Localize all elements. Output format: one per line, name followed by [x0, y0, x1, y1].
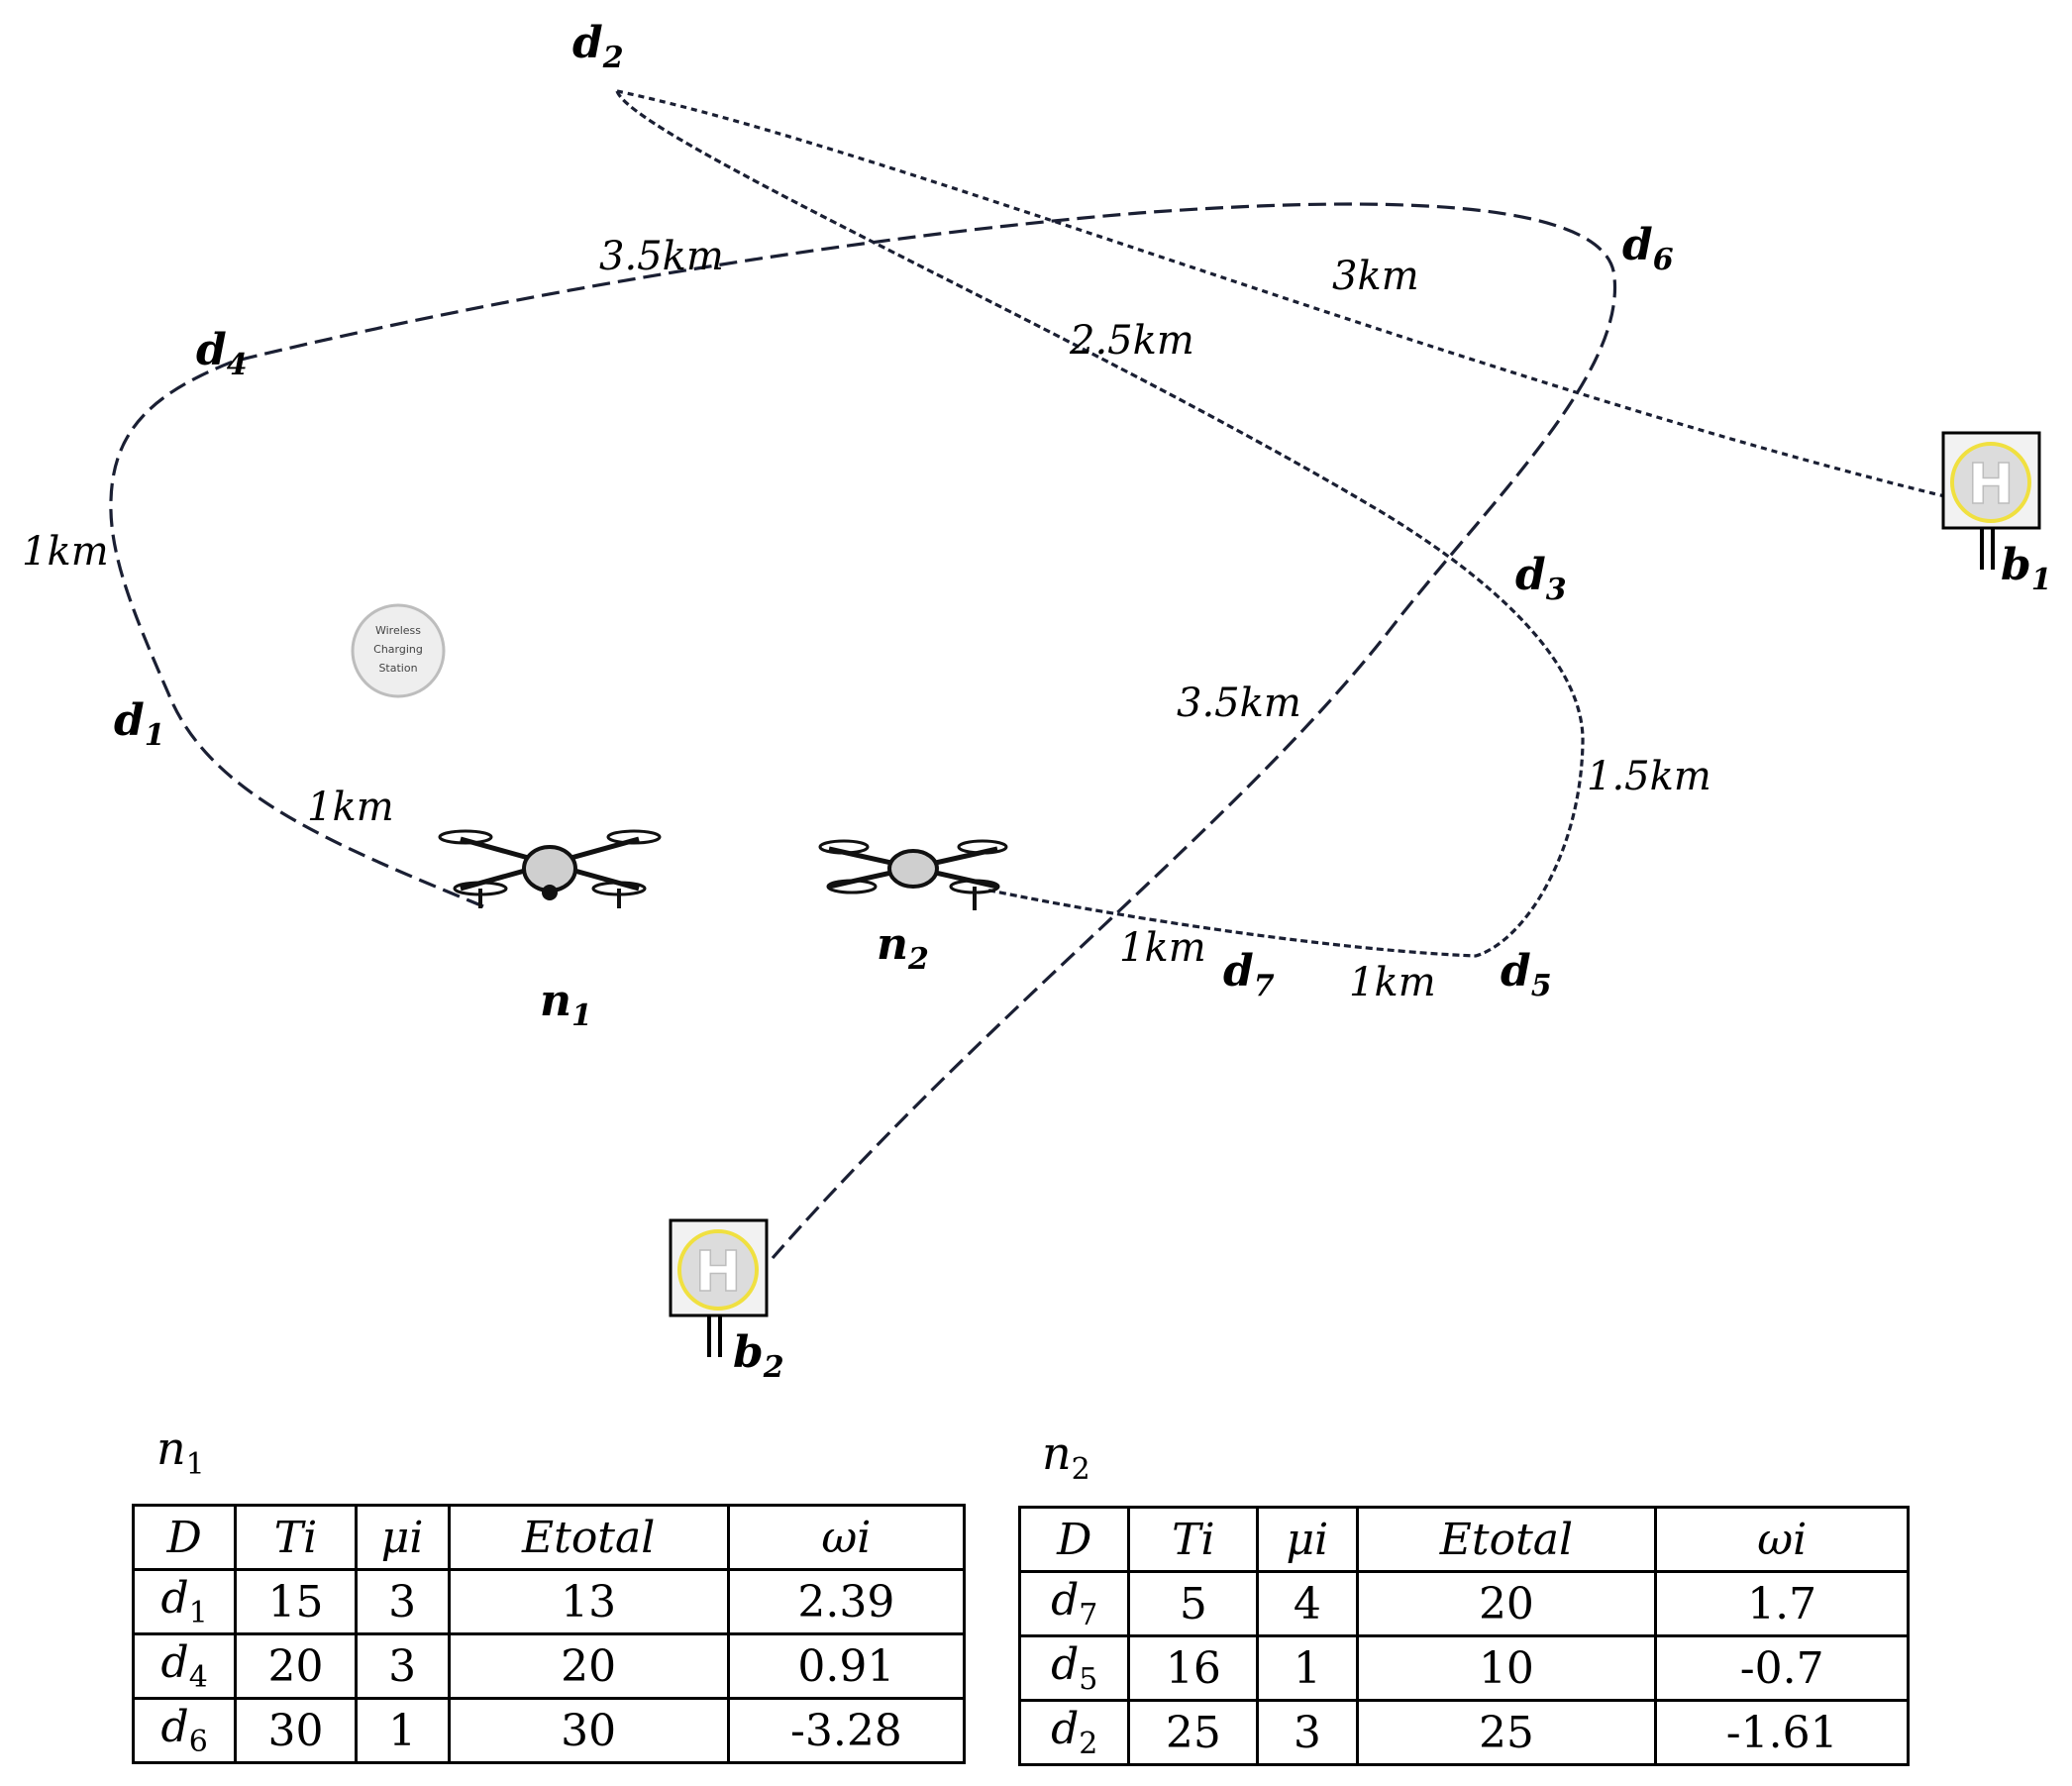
cell-etotal: 10	[1355, 1634, 1658, 1702]
cell-etotal: 20	[1355, 1570, 1658, 1637]
header-mu: μi	[354, 1504, 451, 1571]
cell-t: 15	[234, 1568, 358, 1635]
node-label-d2: d2	[572, 18, 624, 75]
cell-omega: 1.7	[1654, 1570, 1910, 1637]
header-etotal: Etotal	[1355, 1506, 1658, 1573]
route-d2-d3-d5-n2	[615, 90, 1585, 958]
node-label-d6: d6	[1622, 220, 1674, 277]
cell-mu: 1	[354, 1697, 451, 1764]
cell-d: d2	[1017, 1699, 1131, 1766]
cell-etotal: 25	[1355, 1699, 1658, 1766]
header-t: Ti	[1127, 1506, 1260, 1573]
node-label-d7: d7	[1223, 946, 1275, 1003]
table-row: d1 15 3 13 2.39	[131, 1568, 967, 1635]
table-row: d2 25 3 25 -1.61	[1017, 1699, 1910, 1766]
cell-omega: 0.91	[726, 1632, 967, 1700]
svg-text:Charging: Charging	[373, 643, 423, 656]
cell-etotal: 30	[447, 1697, 730, 1764]
dist-label-d7-n2: 1km	[1119, 925, 1206, 971]
svg-text:Wireless: Wireless	[375, 624, 421, 637]
cell-etotal: 20	[447, 1632, 730, 1700]
cell-mu: 3	[1256, 1699, 1359, 1766]
dist-label-d3-d5: 1.5km	[1587, 754, 1711, 799]
dist-label-d4-d6: 3.5km	[599, 234, 724, 279]
cell-d: d5	[1017, 1634, 1131, 1702]
cell-omega: 2.39	[726, 1568, 967, 1635]
header-d: D	[1017, 1506, 1131, 1573]
table-header-row: D Ti μi Etotal ωi	[131, 1504, 967, 1571]
cell-t: 30	[234, 1697, 358, 1764]
cell-d: d7	[1017, 1570, 1131, 1637]
svg-text:Station: Station	[378, 662, 417, 675]
cell-d: d6	[131, 1697, 238, 1764]
cell-mu: 1	[1256, 1634, 1359, 1702]
cell-t: 16	[1127, 1634, 1260, 1702]
cell-mu: 4	[1256, 1570, 1359, 1637]
table-n1-title: n1	[156, 1421, 205, 1483]
cell-mu: 3	[354, 1568, 451, 1635]
table-row: d6 30 1 30 -3.28	[131, 1697, 967, 1764]
header-t: Ti	[234, 1504, 358, 1571]
dist-label-d5-d7: 1km	[1349, 960, 1436, 1005]
dist-label-d1-n1: 1km	[307, 785, 394, 830]
node-label-d5: d5	[1501, 946, 1552, 1003]
helipad-b1-icon: H	[1941, 431, 2041, 570]
header-mu: μi	[1256, 1506, 1359, 1573]
cell-t: 20	[234, 1632, 358, 1700]
cell-mu: 3	[354, 1632, 451, 1700]
svg-text:H: H	[1968, 453, 2015, 517]
header-etotal: Etotal	[447, 1504, 730, 1571]
table-n2: D Ti μi Etotal ωi d7 5 4 20 1.7 d5 16 1 …	[1017, 1506, 1910, 1766]
table-n1: D Ti μi Etotal ωi d1 15 3 13 2.39 d4 20 …	[131, 1504, 967, 1764]
cell-t: 5	[1127, 1570, 1260, 1637]
table-n2-title: n2	[1042, 1426, 1090, 1488]
dist-label-d6-d7: 3.5km	[1177, 681, 1301, 726]
table-row: d5 16 1 10 -0.7	[1017, 1634, 1910, 1702]
dist-label-d2-b1: 3km	[1332, 254, 1419, 299]
cell-etotal: 13	[447, 1568, 730, 1635]
header-d: D	[131, 1504, 238, 1571]
cell-omega: -1.61	[1654, 1699, 1910, 1766]
header-omega: ωi	[1654, 1506, 1910, 1573]
helipad-b2-icon: H	[669, 1218, 769, 1357]
svg-text:H: H	[695, 1240, 742, 1305]
node-label-n1: n1	[540, 976, 592, 1033]
drone-n1-icon	[438, 829, 662, 908]
route-n1-loop	[109, 202, 1617, 1260]
table-header-row: D Ti μi Etotal ωi	[1017, 1506, 1910, 1573]
node-label-b2: b2	[733, 1327, 784, 1385]
table-row: d7 5 4 20 1.7	[1017, 1570, 1910, 1637]
cell-d: d4	[131, 1632, 238, 1700]
cell-omega: -0.7	[1654, 1634, 1910, 1702]
drone-n2-icon	[818, 839, 1008, 910]
route-d2-b1	[616, 89, 1962, 502]
cell-t: 25	[1127, 1699, 1260, 1766]
header-omega: ωi	[726, 1504, 967, 1571]
table-row: d4 20 3 20 0.91	[131, 1632, 967, 1700]
node-label-d1: d1	[114, 695, 165, 753]
cell-d: d1	[131, 1568, 238, 1635]
charging-station-icon: Wireless Charging Station	[351, 603, 446, 698]
node-label-d3: d3	[1515, 550, 1567, 607]
node-label-d4: d4	[196, 325, 248, 382]
cell-omega: -3.28	[726, 1697, 967, 1764]
node-label-b1: b1	[2001, 540, 2052, 597]
dist-label-d4-d1: 1km	[22, 529, 109, 575]
dist-label-d2-d3: 2.5km	[1069, 318, 1194, 364]
node-label-n2: n2	[877, 919, 929, 977]
